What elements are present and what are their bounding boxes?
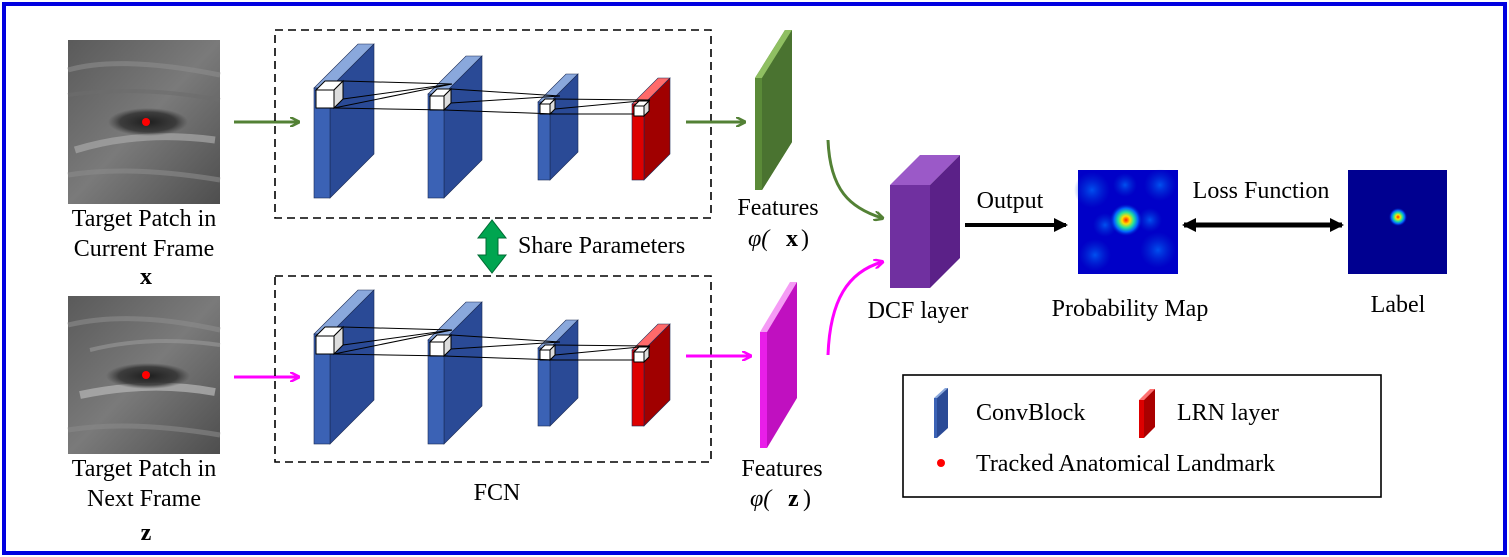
conv-block-1 (313, 289, 375, 445)
connection-line (443, 109, 557, 115)
current-patch-label-line2: Current Frame (74, 236, 215, 262)
conv-block-2 (427, 301, 483, 445)
connection-line (333, 329, 453, 355)
connection-line (554, 344, 651, 347)
kernel-cube (538, 343, 557, 362)
conv-block-2 (427, 55, 483, 199)
next-frame-patch (67, 296, 221, 454)
connection-line (342, 329, 453, 346)
svg-text:z: z (788, 486, 799, 512)
next-patch-label-line1: Target Patch in (72, 456, 217, 482)
dcf-layer-block (890, 155, 960, 288)
legend-lrn-label: LRN layer (1177, 400, 1279, 426)
dcf-layer-label: DCF layer (868, 298, 969, 324)
features-x-math: φ( x ) (748, 226, 809, 252)
fcn-top-branch (313, 43, 671, 199)
fcn-label: FCN (474, 480, 521, 506)
probability-map (1074, 169, 1178, 274)
conv-block-3 (537, 73, 579, 181)
svg-text:): ) (803, 486, 811, 512)
connection-line (342, 80, 453, 85)
green-curve-arrow (826, 139, 882, 218)
legend-landmark-label: Tracked Anatomical Landmark (976, 451, 1275, 477)
kernel-cube (632, 345, 651, 364)
magenta-curve-arrow (826, 262, 882, 356)
connection-line (333, 107, 449, 111)
features-z-math: φ( z ) (750, 486, 811, 512)
legend-lrn-icon (1139, 389, 1155, 438)
conv-block-3 (537, 319, 579, 427)
connection-line (450, 95, 561, 104)
connection-line (450, 334, 561, 343)
label-map (1348, 170, 1447, 274)
legend-landmark-dot (937, 459, 945, 467)
connection-line (342, 326, 453, 331)
svg-text:φ(: φ( (748, 226, 771, 252)
kernel-cube (428, 333, 453, 358)
next-patch-var: z (141, 520, 152, 546)
probability-map-label: Probability Map (1052, 296, 1209, 322)
fcn-bottom-branch (313, 289, 671, 445)
next-patch-label-line2: Next Frame (87, 486, 201, 512)
features-x-label: Features (737, 195, 818, 221)
connection-line (333, 83, 453, 109)
legend-convblock-label: ConvBlock (976, 400, 1085, 426)
loss-function-label: Loss Function (1193, 178, 1330, 204)
feature-block-x (755, 30, 792, 190)
svg-text:φ(: φ( (750, 486, 773, 512)
kernel-cube (314, 325, 345, 356)
share-parameters-label: Share Parameters (518, 233, 685, 259)
connection-line (450, 341, 561, 350)
label-caption: Label (1371, 292, 1426, 318)
connection-line (554, 345, 651, 356)
current-patch-var: x (140, 264, 152, 290)
connection-line (342, 83, 453, 100)
lrn-block (631, 77, 671, 181)
connection-line (443, 355, 557, 361)
share-parameters-arrow (476, 219, 508, 274)
kernel-cube (314, 79, 345, 110)
connection-line (450, 88, 561, 97)
current-patch-label-line1: Target Patch in (72, 206, 217, 232)
output-label: Output (977, 188, 1044, 214)
connection-line (554, 98, 651, 101)
landmark-dot (142, 118, 150, 126)
kernel-cube (428, 87, 453, 112)
lrn-block (631, 323, 671, 427)
kernel-cube (632, 99, 651, 118)
current-frame-patch (67, 40, 221, 204)
svg-text:x: x (786, 226, 798, 252)
connection-line (333, 353, 449, 357)
fcn-bottom-box (274, 275, 712, 463)
kernel-cube (538, 97, 557, 116)
feature-block-z (760, 282, 797, 448)
conv-block-1 (313, 43, 375, 199)
svg-text:): ) (801, 226, 809, 252)
connection-line (554, 99, 651, 110)
landmark-dot (142, 371, 150, 379)
features-z-label: Features (741, 456, 822, 482)
legend-convblock-icon (934, 388, 948, 438)
